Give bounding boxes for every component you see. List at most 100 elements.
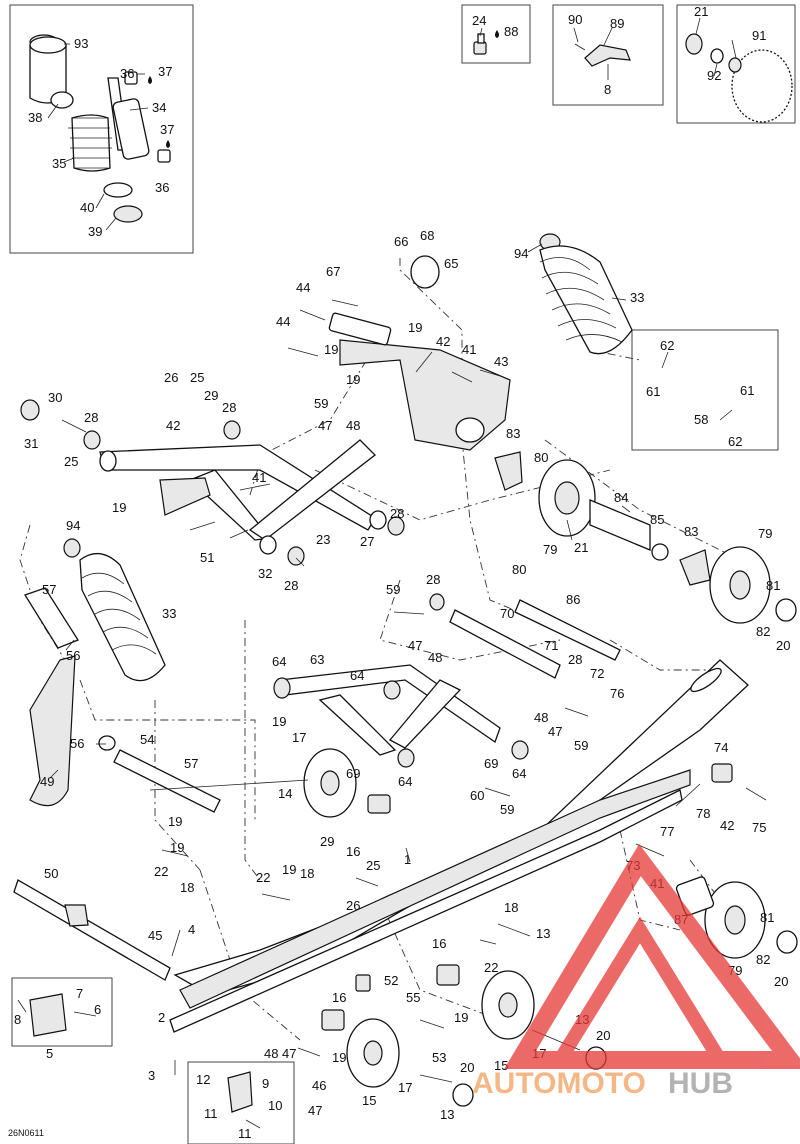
part-number-label-72: 72 [590,666,604,681]
part-number-label-19a: 19 [408,320,422,335]
rail-1 [169,659,749,1033]
part-number-label-4: 4 [188,922,195,937]
part-number-label-80a: 80 [534,450,548,465]
part-number-label-57a: 57 [42,582,56,597]
watermark-logo-icon [504,843,800,1069]
part-number-label-8a: 8 [604,82,611,97]
part-number-label-46: 46 [312,1078,326,1093]
part-number-label-59b: 59 [386,582,400,597]
part-number-label-84: 84 [614,490,628,505]
part-number-label-61b: 61 [740,383,754,398]
wheel-detail-inset [676,4,796,124]
part-number-label-39: 39 [88,224,102,239]
idler-wheel-upper [494,451,669,561]
part-number-label-1: 1 [404,852,411,867]
part-number-label-19g: 19 [170,840,184,855]
part-number-label-69b: 69 [484,756,498,771]
part-number-label-68: 68 [420,228,434,243]
part-number-label-17a: 17 [292,730,306,745]
part-number-label-54: 54 [140,732,154,747]
part-number-label-28c: 28 [390,506,404,521]
part-number-label-18a: 18 [180,880,194,895]
part-number-label-78: 78 [696,806,710,821]
part-number-label-19e: 19 [272,714,286,729]
part-number-label-47c: 47 [548,724,562,739]
watermark-text-a: AUTOMOTO [472,1067,646,1100]
wheel-15-right [481,970,535,1040]
front-arm-23 [20,399,405,566]
part-number-label-23: 23 [316,532,330,547]
part-number-label-65: 65 [444,256,458,271]
part-number-label-15a: 15 [494,1058,508,1073]
wheel-detail [685,33,793,123]
part-number-label-62b: 62 [728,434,742,449]
part-number-label-5: 5 [46,1046,53,1061]
part-number-label-77: 77 [660,824,674,839]
part-number-label-44b: 44 [276,314,290,329]
part-number-label-8b: 8 [14,1012,21,1027]
part-number-label-86: 86 [566,592,580,607]
part-number-label-59a: 59 [314,396,328,411]
part-number-label-29a: 29 [204,388,218,403]
part-number-label-38: 38 [28,110,42,125]
part-number-label-36b: 36 [155,180,169,195]
shock-detail-inset [9,4,194,254]
part-number-label-44a: 44 [296,280,310,295]
part-number-label-63: 63 [310,652,324,667]
part-number-label-74: 74 [714,740,728,755]
rear-shock-left [24,538,166,682]
part-number-label-24: 24 [472,13,486,28]
part-number-label-94b: 94 [66,518,80,533]
bracket-89 [574,43,631,67]
part-number-label-20a: 20 [776,638,790,653]
part-number-label-89: 89 [610,16,624,31]
part-number-label-53: 53 [432,1050,446,1065]
part-number-label-58: 58 [694,412,708,427]
part-number-label-33a: 33 [630,290,644,305]
part-number-label-48b: 48 [428,650,442,665]
part-number-label-25c: 25 [366,858,380,873]
part-number-label-22a: 22 [154,864,168,879]
part-number-label-12: 12 [196,1072,210,1087]
part-number-label-94a: 94 [514,246,528,261]
part-number-label-28b: 28 [84,410,98,425]
part-number-label-26b: 26 [346,898,360,913]
shaft-detail-inset [631,329,779,451]
part-number-label-19c: 19 [346,372,360,387]
part-number-label-67: 67 [326,264,340,279]
wheel-15-left [346,1018,400,1088]
part-number-label-19b: 19 [324,342,338,357]
part-number-label-56a: 56 [66,648,80,663]
part-number-label-41b: 41 [252,470,266,485]
part-number-label-49: 49 [40,774,54,789]
part-number-label-83a: 83 [506,426,520,441]
leader-lines [47,17,737,957]
part-number-label-48d: 48 [264,1046,278,1061]
part-number-label-21a: 21 [694,4,708,19]
part-number-label-21b: 21 [574,540,588,555]
part-number-label-33b: 33 [162,606,176,621]
part-number-label-11a: 11 [204,1106,218,1121]
part-number-label-60: 60 [470,788,484,803]
part-number-label-47a: 47 [318,418,332,433]
part-number-label-15b: 15 [362,1093,376,1108]
rear-bar-45 [13,879,171,981]
part-number-label-70: 70 [500,606,514,621]
part-number-label-19i: 19 [454,1010,468,1025]
cross-shaft-43 [328,255,511,451]
part-number-label-37b: 37 [160,122,174,137]
part-number-label-27: 27 [360,534,374,549]
part-number-label-59d: 59 [500,802,514,817]
wheel-79-lower [675,876,798,959]
stopper-inset [11,977,113,1047]
part-number-label-91: 91 [752,28,766,43]
hook-inset [187,1061,295,1144]
part-number-label-16b: 16 [432,936,446,951]
part-number-label-34: 34 [152,100,166,115]
wheel-14 [303,748,357,818]
part-number-label-42b: 42 [166,418,180,433]
part-number-label-81a: 81 [766,578,780,593]
shock-parts [29,34,171,223]
part-number-label-20d: 20 [460,1060,474,1075]
